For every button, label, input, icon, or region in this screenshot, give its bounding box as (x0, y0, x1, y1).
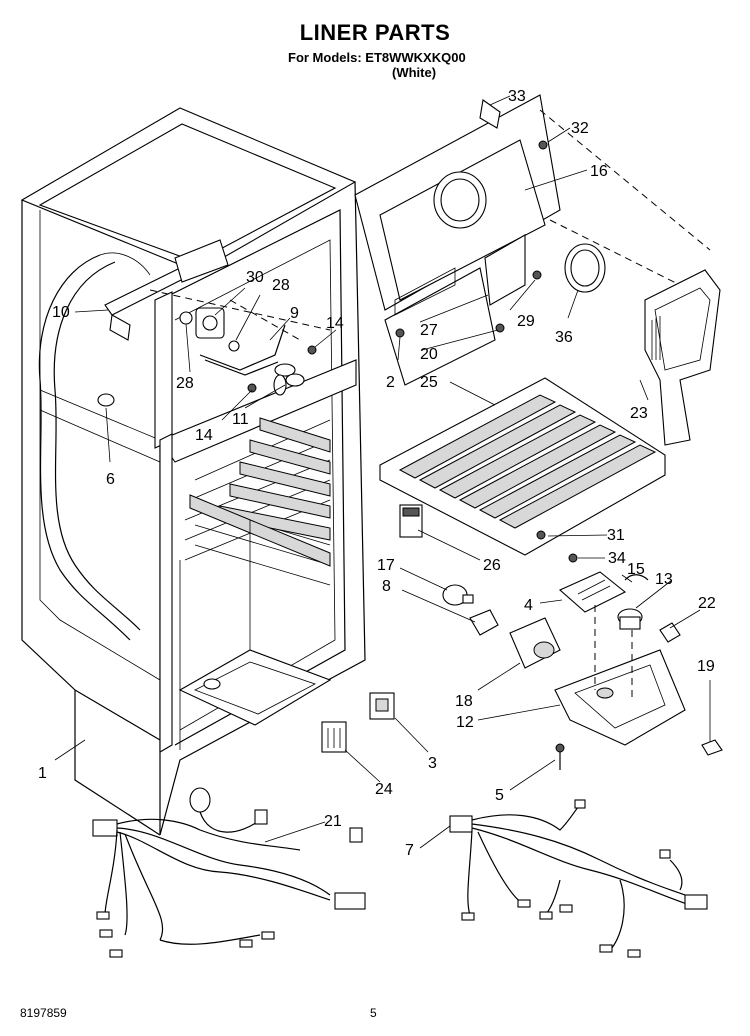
wire-harness-21 (92, 787, 366, 958)
callout-6: 6 (106, 471, 115, 488)
leader-lines (54, 95, 711, 849)
callout-11: 11 (232, 411, 249, 428)
callout-31: 31 (607, 527, 625, 544)
freezer-fan-assembly (97, 239, 331, 407)
page-title: LINER PARTS (299, 20, 451, 45)
callout-19: 19 (697, 658, 715, 675)
callout-labels: 1 2 3 4 5 6 7 8 9 10 11 12 13 14 14 15 1… (38, 88, 716, 859)
freezer-shelf (379, 377, 666, 556)
color-note: (White) (392, 65, 437, 80)
callout-7: 7 (405, 842, 414, 859)
callout-13: 13 (655, 571, 673, 588)
rear-evaporator-panel (354, 94, 711, 386)
callout-20: 20 (420, 346, 438, 363)
callout-30: 30 (246, 269, 264, 286)
callout-5: 5 (495, 787, 504, 804)
callout-28b: 28 (176, 375, 194, 392)
callout-1: 1 (38, 765, 47, 782)
callout-25: 25 (420, 374, 438, 391)
callout-16: 16 (590, 163, 608, 180)
callout-8: 8 (382, 578, 391, 595)
callout-22: 22 (698, 595, 716, 612)
callout-34: 34 (608, 550, 626, 567)
callout-24: 24 (375, 781, 393, 798)
callout-15: 15 (627, 561, 645, 578)
callout-12: 12 (456, 714, 474, 731)
callout-32: 32 (571, 120, 589, 137)
small-parts (321, 692, 395, 753)
page-number: 5 (370, 1006, 377, 1020)
callout-28a: 28 (272, 277, 290, 294)
callout-26: 26 (483, 557, 501, 574)
callout-4: 4 (524, 597, 533, 614)
air-duct-cover (644, 269, 721, 446)
callout-36: 36 (555, 329, 573, 346)
wire-harness-7 (449, 799, 708, 958)
callout-21: 21 (324, 813, 342, 830)
callout-9: 9 (290, 305, 299, 322)
control-components (399, 504, 723, 770)
callout-17: 17 (377, 557, 395, 574)
callout-27: 27 (420, 322, 438, 339)
callout-14b: 14 (195, 427, 213, 444)
callout-2: 2 (386, 374, 395, 391)
callout-14a: 14 (326, 315, 344, 332)
models-line: For Models: ET8WWKXKQ00 (288, 50, 466, 65)
callout-33: 33 (508, 88, 526, 105)
callout-29: 29 (517, 313, 535, 330)
callout-10: 10 (52, 304, 70, 321)
callout-18: 18 (455, 693, 473, 710)
document-number: 8197859 (20, 1006, 67, 1020)
refrigerator-liner (20, 107, 366, 836)
callout-3: 3 (428, 755, 437, 772)
callout-23: 23 (630, 405, 648, 422)
